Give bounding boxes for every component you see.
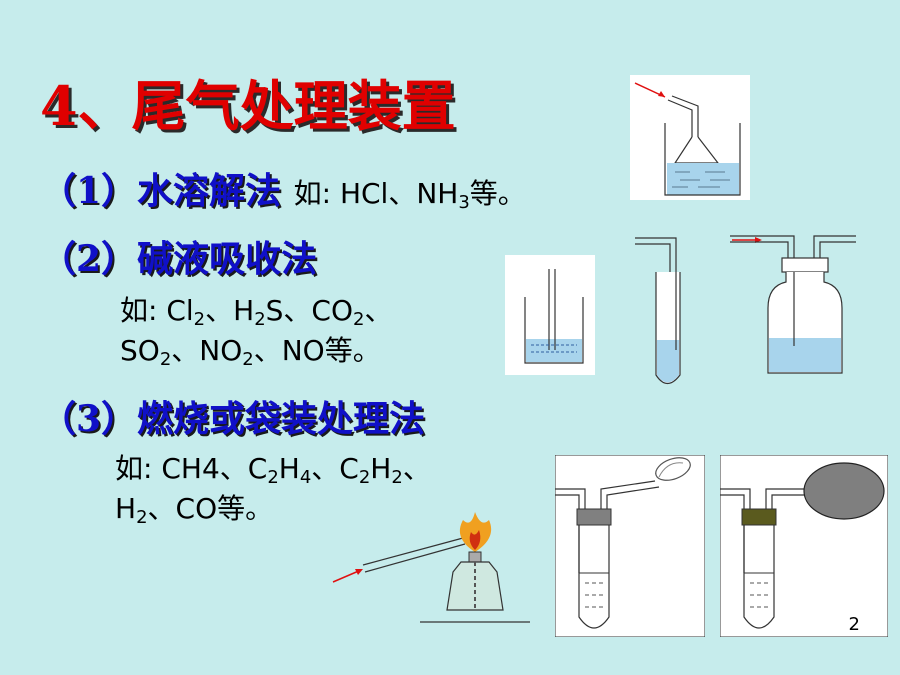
page-number: 2 xyxy=(848,614,860,635)
gas-washing-bottle-diagram xyxy=(730,235,856,374)
tube-stopper xyxy=(741,508,777,526)
test-tube-liquid xyxy=(657,340,679,383)
section-1-examples: 如: HCl、NH3等。 xyxy=(293,177,526,213)
text-run: 、CO等。 xyxy=(147,492,274,526)
section-3-line-1: 如: CH4、C2H4、C2H2、 xyxy=(115,450,431,490)
text-run: H xyxy=(370,452,392,485)
text-run: 、NO xyxy=(171,334,243,368)
subscript: 2 xyxy=(353,309,365,330)
gas-bag xyxy=(803,462,885,520)
text-run: S、CO xyxy=(265,294,354,327)
beaker xyxy=(664,123,741,196)
tube-beaker-diagram xyxy=(505,255,595,375)
text-run: 、H xyxy=(205,294,255,327)
alcohol-lamp-diagram xyxy=(332,512,530,623)
section-2-heading: （2）碱液吸收法 xyxy=(40,238,318,280)
subscript: 2 xyxy=(391,467,403,488)
bottle-stopper xyxy=(781,257,829,273)
text-run: 、 xyxy=(402,452,431,485)
subscript: 2 xyxy=(159,349,172,371)
text-run: 如: CH4、C xyxy=(115,452,268,485)
text-run: H xyxy=(115,492,137,526)
section-1-heading-text: （1）水溶解法 xyxy=(40,170,282,212)
subscript: 2 xyxy=(267,467,279,488)
subscript: 2 xyxy=(136,507,148,529)
subscript: 2 xyxy=(193,309,206,330)
section-2-examples: 如: Cl2、H2S、CO2、 SO2、NO2、NO等。 xyxy=(120,292,392,373)
collection-bag-diagram xyxy=(720,455,888,637)
test-tube-diagram xyxy=(635,237,681,385)
section-1-examples-text: 如: HCl、NH xyxy=(293,177,459,210)
section-3-line-2: H2、CO等。 xyxy=(115,490,431,530)
text-run: 、NO等。 xyxy=(253,334,381,368)
text-run: H xyxy=(278,452,300,485)
flame xyxy=(459,512,492,552)
text-run: SO xyxy=(120,334,160,368)
section-3-heading: （3）燃烧或袋装处理法 xyxy=(40,398,426,440)
section-2-line-2: SO2、NO2、NO等。 xyxy=(120,332,392,372)
subscript: 2 xyxy=(242,349,254,371)
section-1-examples-sub: 3 xyxy=(458,192,470,213)
section-3-examples: 如: CH4、C2H4、C2H2、 H2、CO等。 xyxy=(115,450,431,531)
subscript: 2 xyxy=(254,309,266,330)
section-1-examples-suffix: 等。 xyxy=(469,177,526,210)
tube-stopper xyxy=(576,508,612,526)
section-2-line-1: 如: Cl2、H2S、CO2、 xyxy=(120,292,392,332)
burning-tube-diagram xyxy=(555,455,705,637)
funnel-beaker-diagram xyxy=(630,75,750,200)
text-run: 、C xyxy=(311,452,359,485)
slide-title: 4、尾气处理装置 xyxy=(40,74,456,138)
text-run: 如: Cl xyxy=(120,294,194,327)
section-1-heading: （1）水溶解法 如: HCl、NH3等。 xyxy=(40,162,526,214)
gas-inlet-arrow xyxy=(332,569,362,583)
text-run: 、 xyxy=(364,294,393,327)
subscript: 4 xyxy=(299,467,312,488)
beaker xyxy=(524,297,584,364)
subscript: 2 xyxy=(358,467,371,488)
